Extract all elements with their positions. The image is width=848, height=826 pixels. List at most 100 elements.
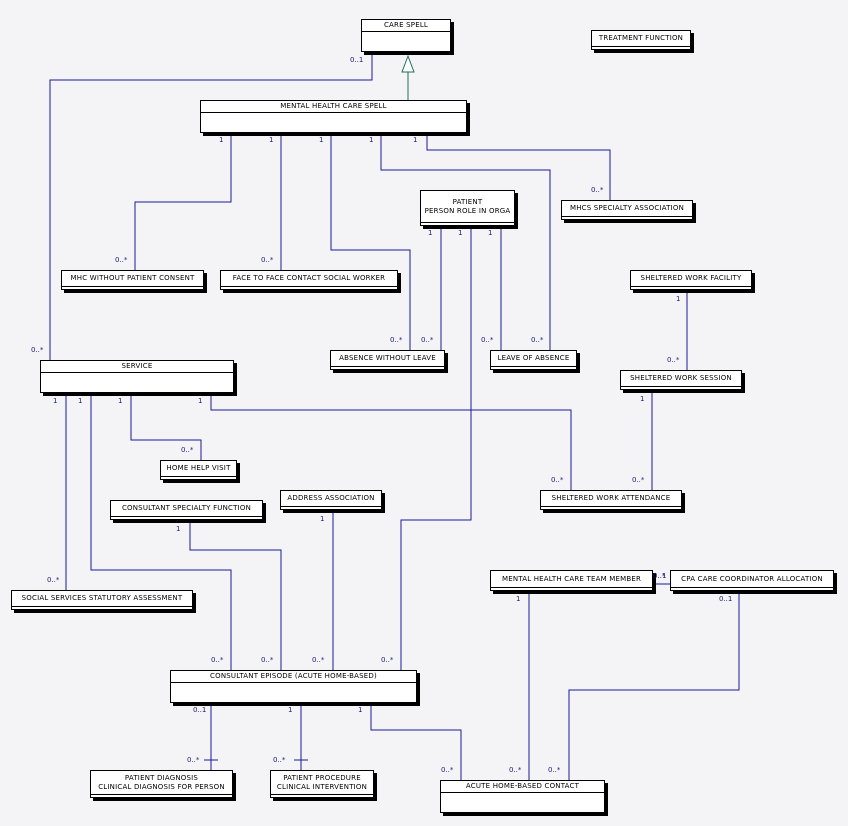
entity-acute-home-based-contact[interactable]: ACUTE HOME-BASED CONTACT bbox=[440, 780, 608, 816]
relationship-line bbox=[330, 133, 411, 350]
multiplicity-label: 1 bbox=[176, 525, 181, 533]
entity-absence-without-leave[interactable]: ABSENCE WITHOUT LEAVE bbox=[330, 350, 448, 373]
multiplicity-label: 0..1 bbox=[350, 56, 364, 64]
multiplicity-label: 0..* bbox=[509, 766, 522, 774]
entity-name: MENTAL HEALTH CARE SPELL bbox=[280, 102, 387, 110]
multiplicity-label: 1 bbox=[288, 706, 293, 714]
multiplicity-label: 1 bbox=[676, 295, 681, 303]
entity-name: CPA CARE COORDINATOR ALLOCATION bbox=[681, 574, 823, 583]
entity-subname: CLINICAL DIAGNOSIS FOR PERSON bbox=[98, 782, 225, 791]
multiplicity-label: 0..* bbox=[531, 336, 544, 344]
multiplicity-label: 0..* bbox=[548, 766, 561, 774]
relationship-line bbox=[380, 133, 551, 350]
multiplicity-label: 0..* bbox=[261, 256, 274, 264]
entity-name: FACE TO FACE CONTACT SOCIAL WORKER bbox=[232, 274, 386, 282]
multiplicity-label: 0..* bbox=[115, 256, 128, 264]
relationship-line bbox=[210, 393, 572, 490]
entity-name: SHELTERED WORK ATTENDANCE bbox=[551, 494, 671, 502]
entity-name: HOME HELP VISIT bbox=[166, 464, 231, 472]
multiplicity-label: 1 bbox=[516, 595, 521, 603]
entity-service[interactable]: SERVICE bbox=[40, 360, 237, 396]
entity-consultant-specialty-function[interactable]: CONSULTANT SPECIALTY FUNCTION bbox=[110, 500, 266, 523]
multiplicity-label: 1 bbox=[662, 572, 667, 580]
entity-care-spell[interactable]: CARE SPELL bbox=[361, 19, 454, 55]
multiplicity-label: 0..* bbox=[381, 656, 394, 664]
relationship-line bbox=[568, 594, 740, 780]
multiplicity-label: 0..* bbox=[181, 446, 194, 454]
multiplicity-label: 0..* bbox=[632, 476, 645, 484]
entity-home-help-visit[interactable]: HOME HELP VISIT bbox=[160, 460, 240, 483]
entity-name: SERVICE bbox=[121, 362, 153, 370]
relationship-line bbox=[370, 703, 462, 780]
multiplicity-label: 0..* bbox=[47, 576, 60, 584]
multiplicity-label: 1 bbox=[458, 229, 463, 237]
entity-name: ACUTE HOME-BASED CONTACT bbox=[465, 782, 580, 790]
multiplicity-label: 0..* bbox=[441, 766, 454, 774]
multiplicity-label: 1 bbox=[53, 397, 58, 405]
entity-name: PATIENT DIAGNOSIS bbox=[124, 773, 199, 782]
entity-face-to-face-contact-social-worker[interactable]: FACE TO FACE CONTACT SOCIAL WORKER bbox=[220, 270, 401, 293]
multiplicity-label: 1 bbox=[319, 136, 324, 144]
entity-sheltered-work-attendance[interactable]: SHELTERED WORK ATTENDANCE bbox=[540, 490, 685, 513]
relationship-line bbox=[400, 226, 472, 670]
entity-name: SOCIAL SERVICES STATUTORY ASSESSMENT bbox=[21, 594, 183, 602]
relationship-line bbox=[134, 133, 232, 270]
entity-name: SHELTERED WORK SESSION bbox=[630, 374, 732, 382]
entity-name: PATIENT bbox=[452, 197, 483, 206]
entity-consultant-episode-acute-home-based[interactable]: CONSULTANT EPISODE (ACUTE HOME-BASED) bbox=[170, 670, 420, 706]
multiplicity-label: 0..* bbox=[481, 336, 494, 344]
relationship-line bbox=[189, 522, 282, 670]
entity-sheltered-work-session[interactable]: SHELTERED WORK SESSION bbox=[620, 370, 745, 393]
multiplicity-label: 0..1 bbox=[719, 595, 733, 603]
entity-name: MHCS SPECIALTY ASSOCIATION bbox=[569, 204, 685, 212]
entity-name: PATIENT PROCEDURE bbox=[283, 773, 361, 782]
entity-name: MENTAL HEALTH CARE TEAM MEMBER bbox=[501, 574, 642, 583]
entity-name: SHELTERED WORK FACILITY bbox=[640, 274, 742, 282]
multiplicity-label: 0..* bbox=[551, 476, 564, 484]
multiplicity-label: 1 bbox=[640, 395, 645, 403]
entity-name: ABSENCE WITHOUT LEAVE bbox=[339, 354, 436, 362]
multiplicity-label: 0..* bbox=[273, 756, 286, 764]
relationship-line bbox=[90, 393, 232, 670]
multiplicity-label: 0..* bbox=[390, 336, 403, 344]
multiplicity-label: 1 bbox=[428, 229, 433, 237]
entity-cpa-care-coordinator-allocation[interactable]: CPA CARE COORDINATOR ALLOCATION bbox=[670, 570, 837, 594]
multiplicity-label: 0..* bbox=[667, 356, 680, 364]
multiplicity-label: 0..* bbox=[211, 656, 224, 664]
entity-address-association[interactable]: ADDRESS ASSOCIATION bbox=[280, 490, 385, 513]
relationship-line bbox=[130, 393, 202, 460]
entity-name: ADDRESS ASSOCIATION bbox=[287, 494, 375, 502]
entity-sheltered-work-facility[interactable]: SHELTERED WORK FACILITY bbox=[630, 270, 755, 293]
entity-name: CONSULTANT EPISODE (ACUTE HOME-BASED) bbox=[210, 672, 377, 680]
multiplicity-label: 0..* bbox=[187, 756, 200, 764]
entity-mhcs-specialty-association[interactable]: MHCS SPECIALTY ASSOCIATION bbox=[561, 200, 696, 223]
multiplicity-label: 1 bbox=[369, 136, 374, 144]
entity-name: TREATMENT FUNCTION bbox=[598, 34, 684, 42]
relationship-line bbox=[426, 133, 611, 200]
entity-mhc-without-patient-consent[interactable]: MHC WITHOUT PATIENT CONSENT bbox=[61, 270, 207, 293]
multiplicity-label: 0..* bbox=[312, 656, 325, 664]
entity-social-services-statutory-assessment[interactable]: SOCIAL SERVICES STATUTORY ASSESSMENT bbox=[11, 590, 196, 613]
entity-mental-health-care-spell[interactable]: MENTAL HEALTH CARE SPELL bbox=[200, 100, 470, 136]
entity-treatment-function[interactable]: TREATMENT FUNCTION bbox=[591, 30, 694, 53]
entity-name: MHC WITHOUT PATIENT CONSENT bbox=[70, 274, 195, 282]
multiplicity-label: 0..* bbox=[653, 572, 666, 580]
multiplicity-label: 1 bbox=[488, 229, 493, 237]
entity-name: CARE SPELL bbox=[383, 21, 429, 29]
multiplicity-label: 0..* bbox=[591, 186, 604, 194]
multiplicity-label: 1 bbox=[78, 397, 83, 405]
multiplicity-label: 1 bbox=[269, 136, 274, 144]
multiplicity-label: 1 bbox=[198, 397, 203, 405]
entity-leave-of-absence[interactable]: LEAVE OF ABSENCE bbox=[490, 350, 580, 373]
multiplicity-label: 0..* bbox=[421, 336, 434, 344]
entity-mental-health-care-team-member[interactable]: MENTAL HEALTH CARE TEAM MEMBER bbox=[490, 570, 656, 594]
relationship-line bbox=[49, 52, 373, 360]
multiplicity-label: 1 bbox=[320, 515, 325, 523]
entity-name: LEAVE OF ABSENCE bbox=[497, 354, 570, 362]
relationship-lines bbox=[49, 52, 740, 780]
generalization-arrow bbox=[401, 54, 415, 100]
